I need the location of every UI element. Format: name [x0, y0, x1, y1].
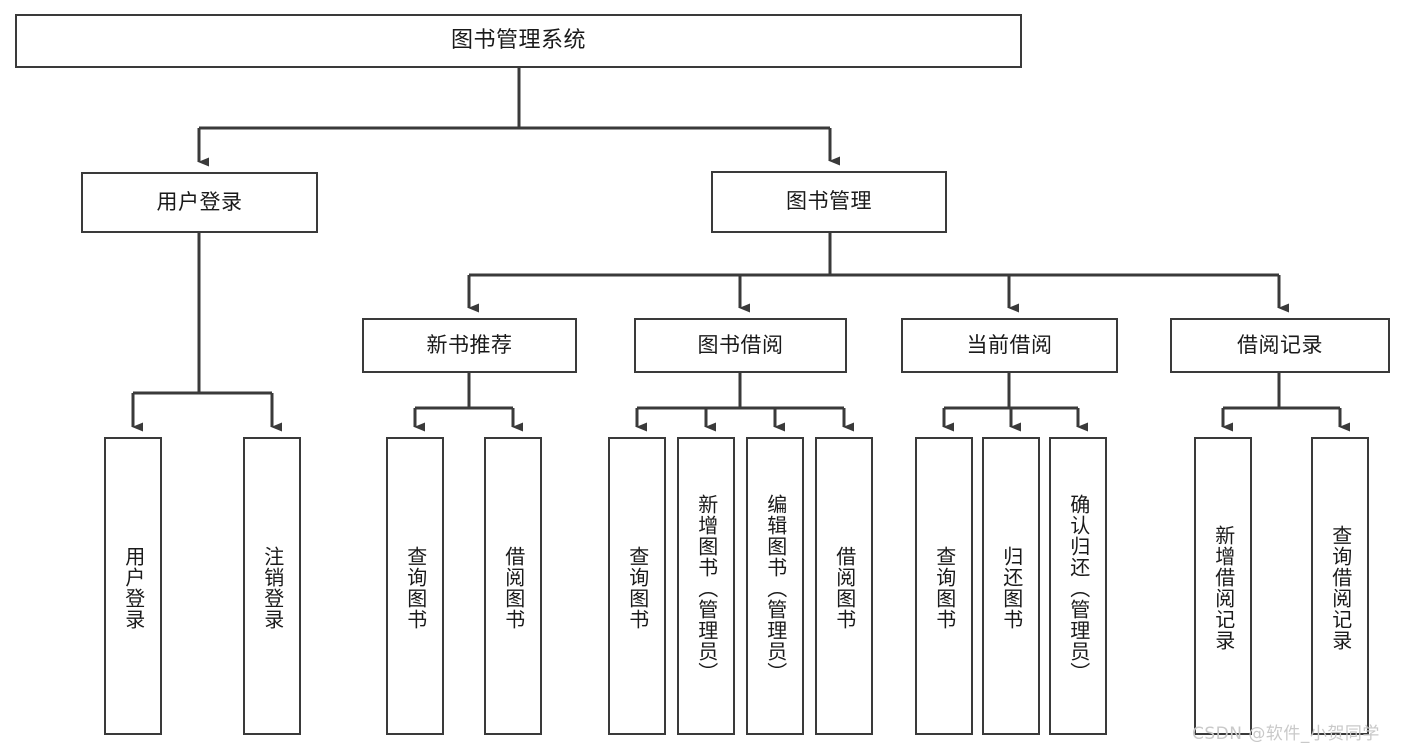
leaf-query-book-borrow[interactable]: 查询图书 [608, 437, 666, 735]
leaf-add-borrow-record[interactable]: 新增借阅记录 [1194, 437, 1252, 735]
node-borrow-record[interactable]: 借阅记录 [1170, 318, 1390, 373]
node-label: 用户登录 [156, 189, 243, 214]
node-current-borrow[interactable]: 当前借阅 [901, 318, 1118, 373]
node-label: 编辑图书（管理员） [763, 493, 788, 683]
node-label: 查询借阅记录 [1328, 525, 1353, 651]
node-label: 新增借阅记录 [1211, 525, 1236, 651]
node-label: 新增图书（管理员） [694, 493, 719, 683]
node-label: 图书借阅 [697, 332, 784, 357]
node-label: 查询图书 [625, 546, 650, 630]
leaf-user-logout[interactable]: 注销登录 [243, 437, 301, 735]
node-label: 图书管理 [786, 189, 872, 214]
node-label: 归还图书 [999, 546, 1024, 630]
csdn-watermark: CSDN @软件_小贺同学 [1192, 724, 1380, 744]
leaf-query-borrow-record[interactable]: 查询借阅记录 [1311, 437, 1369, 735]
node-label: 注销登录 [260, 546, 285, 630]
node-label: 查询图书 [932, 546, 957, 630]
leaf-query-book-current[interactable]: 查询图书 [915, 437, 973, 735]
node-label: 用户登录 [121, 546, 146, 630]
node-label: 新书推荐 [426, 332, 513, 357]
node-book-borrow[interactable]: 图书借阅 [634, 318, 847, 373]
leaf-add-book-admin[interactable]: 新增图书（管理员） [677, 437, 735, 735]
leaf-confirm-return-admin[interactable]: 确认归还（管理员） [1049, 437, 1107, 735]
node-user-login[interactable]: 用户登录 [81, 172, 318, 233]
node-label: 查询图书 [403, 546, 428, 630]
node-new-book-recommend[interactable]: 新书推荐 [362, 318, 577, 373]
leaf-query-book-recommend[interactable]: 查询图书 [386, 437, 444, 735]
node-book-management[interactable]: 图书管理 [711, 171, 947, 233]
leaf-user-login[interactable]: 用户登录 [104, 437, 162, 735]
leaf-borrow-book[interactable]: 借阅图书 [815, 437, 873, 735]
leaf-return-book[interactable]: 归还图书 [982, 437, 1040, 735]
leaf-borrow-book-recommend[interactable]: 借阅图书 [484, 437, 542, 735]
leaf-edit-book-admin[interactable]: 编辑图书（管理员） [746, 437, 804, 735]
node-label: 图书管理系统 [450, 27, 586, 53]
node-label: 借阅图书 [501, 546, 526, 630]
node-label: 借阅记录 [1237, 332, 1323, 357]
node-label: 当前借阅 [966, 332, 1053, 357]
node-label: 确认归还（管理员） [1066, 493, 1091, 683]
node-book-management-system[interactable]: 图书管理系统 [15, 14, 1022, 68]
node-label: 借阅图书 [832, 546, 857, 630]
